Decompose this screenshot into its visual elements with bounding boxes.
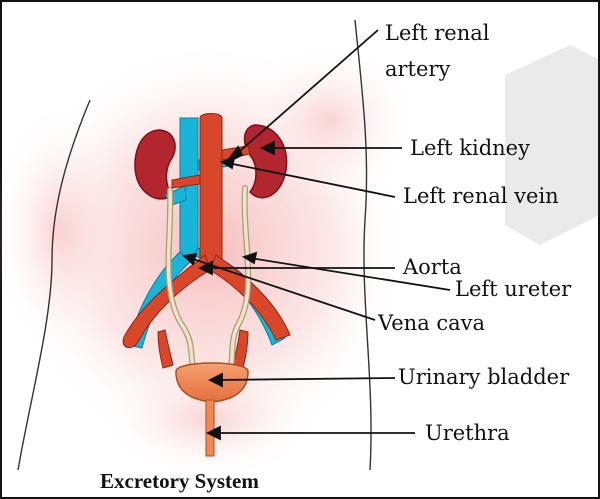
label-left-renal-vein: Left renal vein — [403, 184, 559, 208]
label-vena-cava: Vena cava — [377, 311, 485, 335]
label-urethra: Urethra — [425, 421, 510, 445]
label-left-ureter: Left ureter — [455, 277, 572, 301]
label-left-renal-artery-line2: artery — [385, 57, 450, 81]
urethra — [206, 400, 214, 456]
label-left-renal-artery-line1: Left renal — [385, 21, 490, 45]
label-urinary-bladder: Urinary bladder — [398, 365, 570, 389]
label-left-kidney: Left kidney — [410, 136, 530, 160]
figure-caption: Excretory System — [100, 469, 259, 493]
label-aorta: Aorta — [402, 255, 462, 279]
